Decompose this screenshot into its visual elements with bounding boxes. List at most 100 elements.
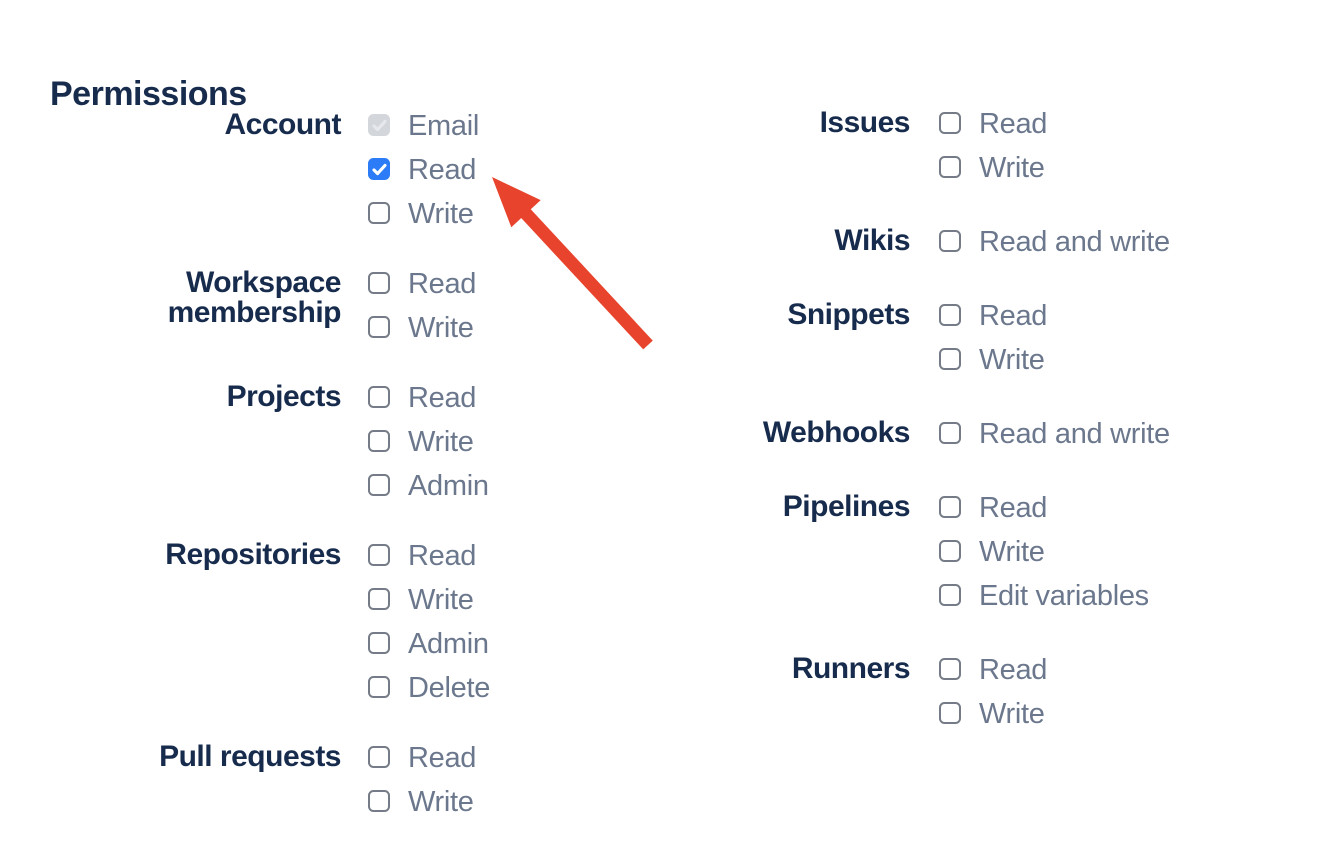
checkbox-unchecked[interactable] [368, 474, 390, 496]
checkbox-label[interactable]: Edit variables [979, 580, 1149, 612]
checkbox-label[interactable]: Admin [408, 470, 489, 502]
checkbox-unchecked[interactable] [939, 658, 961, 680]
permission-group-rows: Read Write Admin [368, 382, 489, 518]
permission-option-projects-read[interactable]: Read [368, 382, 489, 414]
permission-option-issues-write[interactable]: Write [939, 152, 1047, 184]
permission-group-snippets: Snippets Read Write [740, 300, 1300, 392]
permission-option-runners-read[interactable]: Read [939, 654, 1048, 686]
permission-group-repositories: Repositories Read Write Admin [141, 540, 701, 720]
checkbox-unchecked[interactable] [939, 112, 961, 134]
permission-option-pull-requests-read[interactable]: Read [368, 742, 477, 774]
permission-option-pipelines-write[interactable]: Write [939, 536, 1149, 568]
permission-group-issues: Issues Read Write [740, 108, 1300, 200]
permission-option-snippets-read[interactable]: Read [939, 300, 1048, 332]
permission-group-label: Workspace membership [167, 266, 342, 329]
permission-option-projects-write[interactable]: Write [368, 426, 489, 458]
checkbox-unchecked[interactable] [939, 540, 961, 562]
permission-group-rows: Read and write [939, 226, 1170, 274]
permission-option-repositories-delete[interactable]: Delete [368, 672, 491, 704]
checkbox-unchecked[interactable] [939, 422, 961, 444]
checkbox-unchecked[interactable] [939, 584, 961, 606]
checkbox-label[interactable]: Write [408, 312, 474, 344]
permission-option-workspace-membership-read[interactable]: Read [368, 268, 477, 300]
checkbox-label[interactable]: Read [408, 742, 477, 774]
page-title: Permissions [50, 75, 247, 114]
checkbox-unchecked[interactable] [939, 496, 961, 518]
checkbox-label[interactable]: Write [979, 344, 1045, 376]
checkbox-unchecked[interactable] [368, 632, 390, 654]
checkbox-label[interactable]: Write [408, 426, 474, 458]
permission-option-pipelines-read[interactable]: Read [939, 492, 1149, 524]
checkbox-unchecked[interactable] [368, 386, 390, 408]
permission-group-rows: Read and write [939, 418, 1170, 466]
permission-group-projects: Projects Read Write Admin [141, 382, 701, 518]
permission-option-runners-write[interactable]: Write [939, 698, 1047, 730]
permission-option-snippets-write[interactable]: Write [939, 344, 1047, 376]
permission-group-rows: Read Write [939, 300, 1048, 392]
permission-option-webhooks-read-and-write[interactable]: Read and write [939, 418, 1170, 450]
permission-group-rows: Email Read Write [368, 110, 480, 246]
checkbox-label[interactable]: Read and write [979, 418, 1170, 450]
permission-group-pull-requests: Pull requests Read Write [141, 742, 701, 834]
permission-group-label: Webhooks [762, 416, 911, 449]
permission-group-label: Runners [791, 652, 911, 685]
permission-option-pull-requests-write[interactable]: Write [368, 786, 476, 818]
permission-option-account-read[interactable]: Read [368, 154, 479, 186]
checkbox-unchecked[interactable] [939, 348, 961, 370]
checkbox-label[interactable]: Delete [408, 672, 491, 704]
checkbox-label[interactable]: Write [979, 536, 1045, 568]
permission-group-rows: Read Write Admin Delete [368, 540, 491, 720]
checkbox-label[interactable]: Read and write [979, 226, 1170, 258]
permission-group-runners: Runners Read Write [740, 654, 1300, 746]
checkbox-label[interactable]: Read [979, 108, 1048, 140]
checkbox-label[interactable]: Read [979, 492, 1048, 524]
permission-group-rows: Read Write [939, 654, 1048, 746]
permission-group-wikis: Wikis Read and write [740, 226, 1300, 274]
checkbox-label[interactable]: Write [408, 198, 474, 230]
checkbox-label[interactable]: Read [408, 540, 477, 572]
permission-group-label: Pipelines [782, 490, 911, 523]
checkbox-checked[interactable] [368, 158, 390, 180]
checkbox-checked-disabled [368, 114, 390, 136]
checkbox-label[interactable]: Read [979, 300, 1048, 332]
permission-option-wikis-read-and-write[interactable]: Read and write [939, 226, 1170, 258]
permission-option-repositories-read[interactable]: Read [368, 540, 490, 572]
checkbox-label[interactable]: Read [408, 382, 477, 414]
checkbox-label[interactable]: Write [979, 152, 1045, 184]
permission-group-label: Projects [226, 380, 342, 413]
checkbox-label[interactable]: Read [408, 154, 477, 186]
checkbox-unchecked[interactable] [368, 272, 390, 294]
checkbox-label[interactable]: Read [979, 654, 1048, 686]
checkbox-unchecked[interactable] [368, 544, 390, 566]
checkbox-unchecked[interactable] [939, 230, 961, 252]
permission-option-account-write[interactable]: Write [368, 198, 479, 230]
permission-group-account: Account Email Read Write [141, 110, 701, 246]
checkbox-unchecked[interactable] [368, 790, 390, 812]
permission-group-pipelines: Pipelines Read Write Edit variables [740, 492, 1300, 628]
permission-option-workspace-membership-write[interactable]: Write [368, 312, 476, 344]
permissions-column-right: Issues Read Write Wikis Read and write [740, 108, 1300, 776]
checkbox-unchecked[interactable] [368, 202, 390, 224]
checkbox-unchecked[interactable] [939, 304, 961, 326]
permissions-column-left: Account Email Read Write Workspace membe… [141, 110, 701, 860]
checkbox-unchecked[interactable] [368, 316, 390, 338]
checkbox-unchecked[interactable] [939, 156, 961, 178]
checkbox-label: Email [408, 110, 480, 142]
checkbox-label[interactable]: Read [408, 268, 477, 300]
checkbox-unchecked[interactable] [368, 676, 390, 698]
permission-group-label: Account [224, 108, 342, 141]
checkbox-unchecked[interactable] [939, 702, 961, 724]
permission-option-issues-read[interactable]: Read [939, 108, 1048, 140]
checkbox-label[interactable]: Write [979, 698, 1045, 730]
checkbox-unchecked[interactable] [368, 430, 390, 452]
permission-option-repositories-write[interactable]: Write [368, 584, 490, 616]
checkbox-label[interactable]: Write [408, 786, 474, 818]
permission-option-repositories-admin[interactable]: Admin [368, 628, 490, 660]
permission-option-projects-admin[interactable]: Admin [368, 470, 489, 502]
checkbox-label[interactable]: Admin [408, 628, 489, 660]
checkbox-label[interactable]: Write [408, 584, 474, 616]
checkbox-unchecked[interactable] [368, 746, 390, 768]
permission-option-pipelines-edit-variables[interactable]: Edit variables [939, 580, 1149, 612]
permission-group-rows: Read Write [939, 108, 1048, 200]
checkbox-unchecked[interactable] [368, 588, 390, 610]
